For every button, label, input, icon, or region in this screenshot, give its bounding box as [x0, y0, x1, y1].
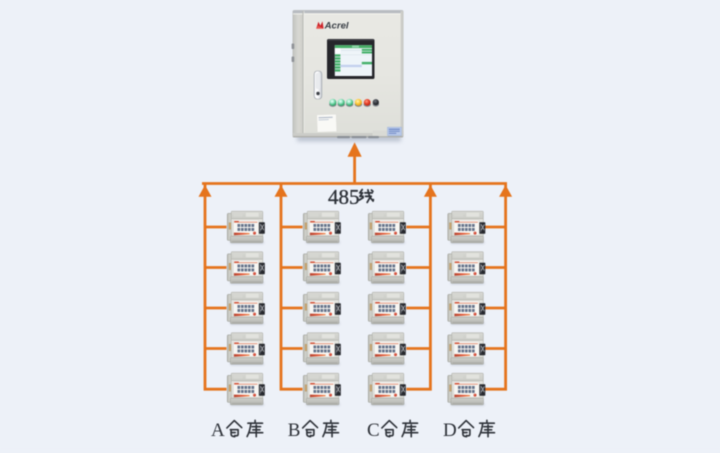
svg-text:B: B — [288, 420, 301, 441]
svg-text:Acrel: Acrel — [324, 21, 349, 32]
svg-text:D: D — [443, 420, 457, 441]
svg-text:A: A — [211, 420, 225, 441]
svg-text:485: 485 — [328, 185, 360, 209]
svg-text:C: C — [367, 420, 380, 441]
